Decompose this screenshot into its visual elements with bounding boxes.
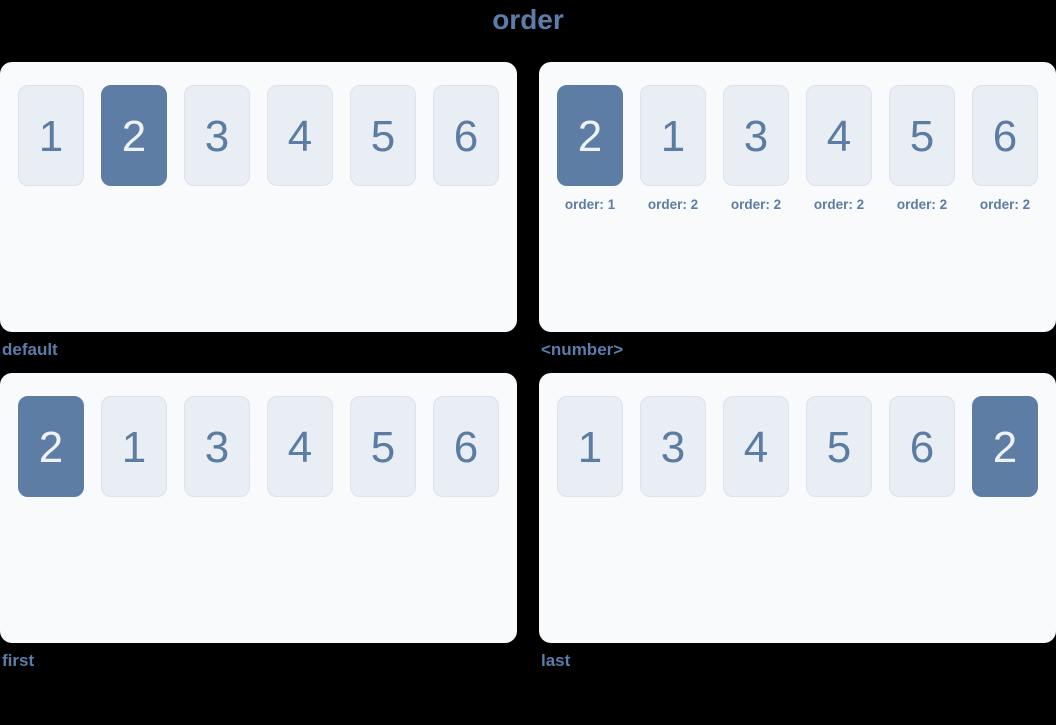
flex-item: 2 (557, 84, 623, 186)
flex-item-wrap: 2 (101, 84, 167, 186)
figure-caption: <number> (541, 339, 624, 359)
flex-item-wrap: 1 (18, 84, 84, 186)
flex-item-wrap: 6 (433, 84, 499, 186)
flex-item-wrap: 3 (184, 395, 250, 497)
flex-item: 3 (723, 84, 789, 186)
flex-item-order-label: order: 1 (564, 196, 616, 212)
flex-item: 4 (267, 395, 333, 497)
flex-item: 6 (972, 84, 1038, 186)
flex-item-wrap: 5 (350, 395, 416, 497)
figure-caption: first (2, 650, 35, 670)
flex-item: 2 (972, 395, 1038, 497)
flex-item-wrap: 1 (557, 395, 623, 497)
flex-item: 2 (18, 395, 84, 497)
flex-item-wrap: 4 (723, 395, 789, 497)
flex-item-wrap: 5 order: 2 (889, 84, 955, 212)
order-demo-figure: 2 order: 1 1 order: 2 3 order: 2 4 order… (539, 61, 1056, 360)
flex-item-wrap: 4 order: 2 (806, 84, 872, 212)
flex-item: 6 (433, 395, 499, 497)
figure-caption: last (541, 650, 571, 670)
flex-item-order-label: order: 2 (730, 196, 782, 212)
figures-grid: 1 2 3 4 5 6 default 2 order: 1 1 order: … (0, 61, 1056, 671)
figure-caption: default (2, 339, 58, 359)
flex-item-wrap: 2 order: 1 (557, 84, 623, 212)
order-demo-figure: 1 2 3 4 5 6 default (0, 61, 517, 360)
order-demo-figure: 1 3 4 5 6 2 last (539, 372, 1056, 671)
flex-item: 6 (433, 84, 499, 186)
flex-item: 5 (350, 395, 416, 497)
page-title: order (492, 4, 564, 35)
flex-item-wrap: 3 (640, 395, 706, 497)
flex-container-panel: 1 2 3 4 5 6 (0, 61, 517, 332)
flex-item: 1 (101, 395, 167, 497)
flex-item-wrap: 4 (267, 84, 333, 186)
flex-item: 3 (184, 84, 250, 186)
flex-item-wrap: 4 (267, 395, 333, 497)
flex-container-panel: 2 1 3 4 5 6 (0, 372, 517, 643)
flex-item-order-label: order: 2 (813, 196, 865, 212)
flex-item: 5 (806, 395, 872, 497)
flex-item-wrap: 5 (350, 84, 416, 186)
flex-item-wrap: 1 (101, 395, 167, 497)
flex-item: 6 (889, 395, 955, 497)
flex-item-wrap: 3 order: 2 (723, 84, 789, 212)
flex-item-wrap: 3 (184, 84, 250, 186)
flex-item: 5 (350, 84, 416, 186)
flex-item-wrap: 6 order: 2 (972, 84, 1038, 212)
flex-item-wrap: 2 (18, 395, 84, 497)
order-demo-figure: 2 1 3 4 5 6 first (0, 372, 517, 671)
flex-item-order-label: order: 2 (647, 196, 699, 212)
flex-item-wrap: 6 (889, 395, 955, 497)
flex-item: 1 (18, 84, 84, 186)
flex-item: 4 (806, 84, 872, 186)
flex-item-wrap: 5 (806, 395, 872, 497)
flex-container-panel: 2 order: 1 1 order: 2 3 order: 2 4 order… (539, 61, 1056, 332)
flex-item: 5 (889, 84, 955, 186)
flex-container-panel: 1 3 4 5 6 2 (539, 372, 1056, 643)
flex-item-wrap: 6 (433, 395, 499, 497)
flex-item: 1 (640, 84, 706, 186)
flex-item: 4 (267, 84, 333, 186)
flex-item-wrap: 1 order: 2 (640, 84, 706, 212)
flex-item: 4 (723, 395, 789, 497)
flex-item: 3 (184, 395, 250, 497)
flex-item-order-label: order: 2 (896, 196, 948, 212)
flex-item-order-label: order: 2 (979, 196, 1031, 212)
flex-item: 2 (101, 84, 167, 186)
flex-item: 3 (640, 395, 706, 497)
flex-item: 1 (557, 395, 623, 497)
flex-item-wrap: 2 (972, 395, 1038, 497)
